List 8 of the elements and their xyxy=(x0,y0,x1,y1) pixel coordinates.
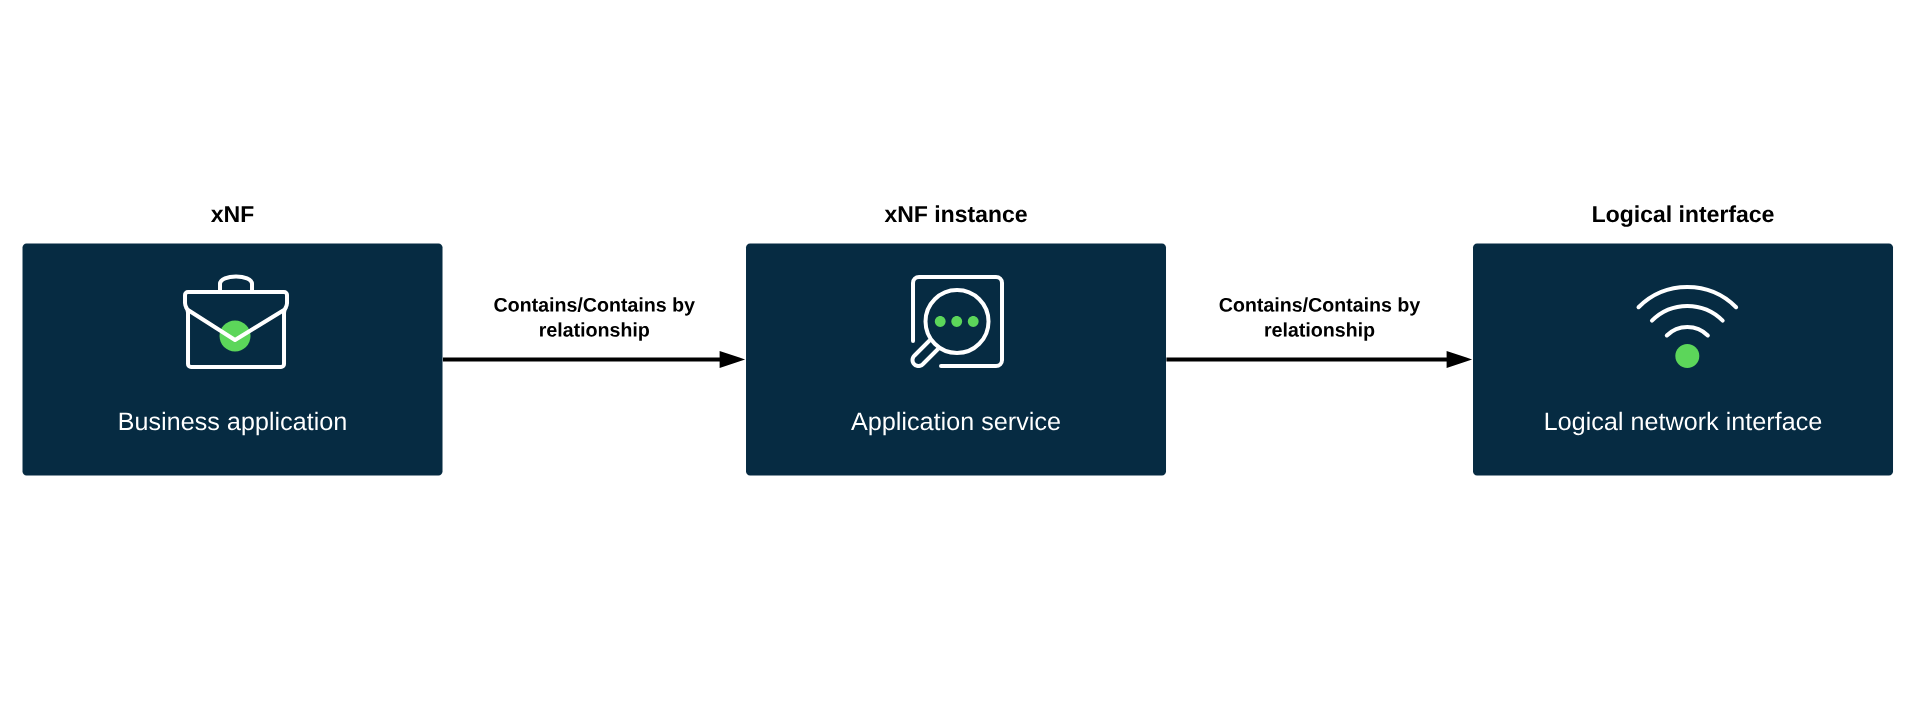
process-box: Application service xyxy=(746,243,1166,476)
process-box: Logical network interface xyxy=(1473,243,1893,476)
heading: xNF xyxy=(210,206,254,222)
heading: xNF instance xyxy=(884,205,1027,223)
edge-label: Contains/Contains by relationship xyxy=(494,297,695,341)
process-box: Business application xyxy=(22,243,443,476)
edge-label: Contains/Contains by relationship xyxy=(1219,297,1421,341)
heading: Logical interface xyxy=(1593,205,1774,227)
